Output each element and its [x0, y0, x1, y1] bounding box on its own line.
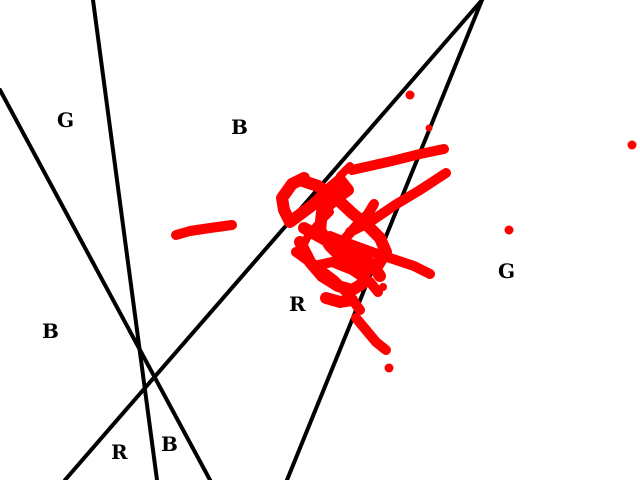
label-right: G	[498, 259, 515, 283]
stroke-upper-long	[347, 144, 449, 175]
dot-6	[379, 283, 387, 291]
region-labels: G B G R B R B	[42, 108, 515, 464]
stroke-cluster-g	[339, 199, 379, 245]
boundary-line-3	[63, 0, 484, 480]
stroke-left-dash	[171, 220, 237, 240]
dot-3	[627, 140, 637, 150]
stroke-cluster-f	[351, 313, 391, 355]
stroke-cluster-e	[320, 292, 358, 308]
label-left: B	[42, 319, 59, 343]
label-bottom-center: B	[161, 432, 178, 456]
red-scribble	[171, 144, 451, 355]
stroke-cluster-i	[298, 208, 334, 252]
label-top-center: B	[231, 115, 248, 139]
stroke-cluster-h	[309, 257, 383, 297]
label-top-left: G	[57, 108, 74, 132]
dot-2	[425, 124, 433, 132]
dot-4	[504, 225, 514, 235]
dot-1	[405, 90, 415, 100]
dot-5	[384, 363, 394, 373]
stroke-cluster-b	[298, 222, 386, 282]
stroke-cluster-j	[330, 162, 354, 194]
label-bottom-left: R	[111, 440, 128, 464]
red-dots	[379, 90, 637, 373]
boundary-line-2	[91, 0, 159, 480]
boundary-line-1	[0, 88, 212, 480]
label-center: R	[289, 292, 306, 316]
